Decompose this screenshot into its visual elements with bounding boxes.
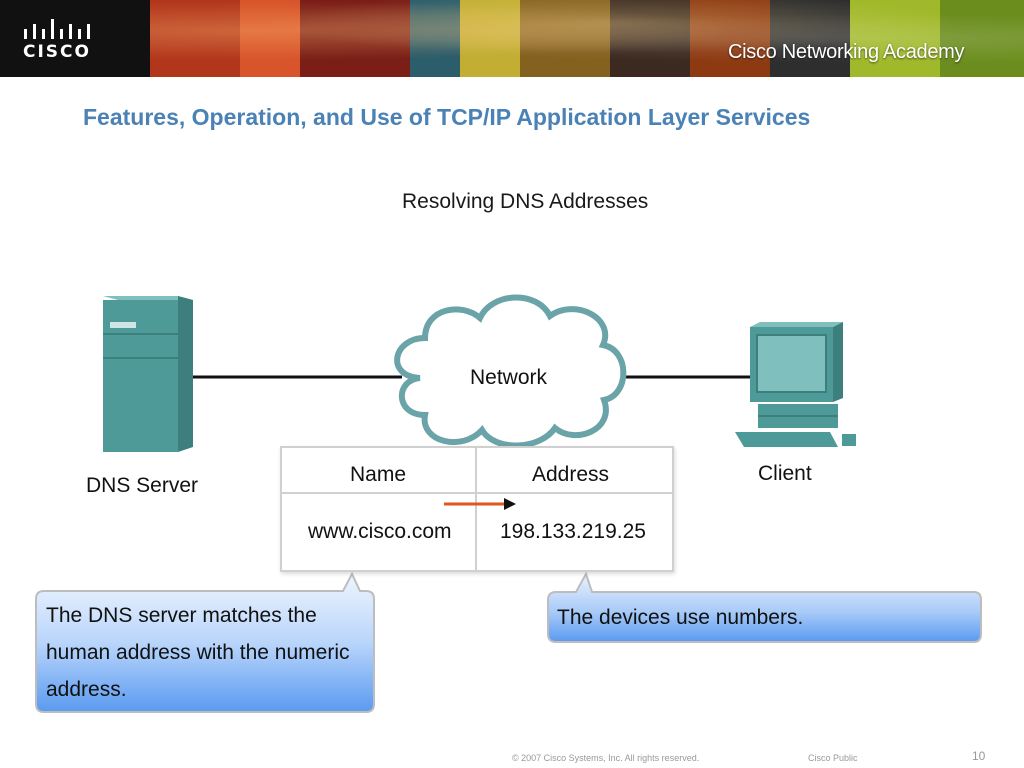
network-label: Network — [470, 366, 548, 389]
page-title: Features, Operation, and Use of TCP/IP A… — [83, 104, 811, 130]
callout-left-line1: The DNS server matches the — [46, 604, 317, 627]
table-cell-address: 198.133.219.25 — [500, 520, 646, 543]
dns-server-icon — [103, 296, 193, 452]
callout-left-bubble — [35, 571, 375, 713]
table-column-divider — [475, 448, 477, 570]
callout-left-line2: human address with the numeric — [46, 641, 350, 664]
header-banner: CISCO Cisco Networking Academy — [0, 0, 1024, 77]
academy-title: Cisco Networking Academy — [728, 41, 965, 63]
table-header-address: Address — [532, 463, 610, 486]
client-label: Client — [758, 462, 812, 485]
client-computer-icon — [735, 322, 856, 447]
table-cell-name: www.cisco.com — [308, 520, 452, 543]
table-row-divider — [282, 492, 672, 494]
cisco-bars-icon — [24, 19, 90, 39]
table-header-name: Name — [350, 463, 407, 486]
dns-server-label: DNS Server — [86, 474, 199, 497]
callout-left-line3: address. — [46, 678, 127, 701]
footer-classification: Cisco Public — [808, 753, 858, 763]
footer-copyright: © 2007 Cisco Systems, Inc. All rights re… — [512, 753, 700, 763]
network-cloud-icon — [394, 294, 627, 449]
banner-photo-collage — [0, 0, 1024, 77]
cisco-logo-text: CISCO — [23, 42, 91, 62]
callout-right-text: The devices use numbers. — [557, 606, 804, 629]
callout-right-bubble — [547, 571, 982, 643]
cisco-logo: CISCO — [0, 0, 150, 77]
page-number: 10 — [972, 749, 986, 763]
diagram-title: Resolving DNS Addresses — [402, 190, 649, 213]
arrow-right-icon — [444, 498, 516, 510]
callout-left-text: The DNS server matches the human address… — [46, 597, 350, 708]
dns-lookup-table: Name Address www.cisco.com 198.133.219.2… — [280, 446, 674, 572]
